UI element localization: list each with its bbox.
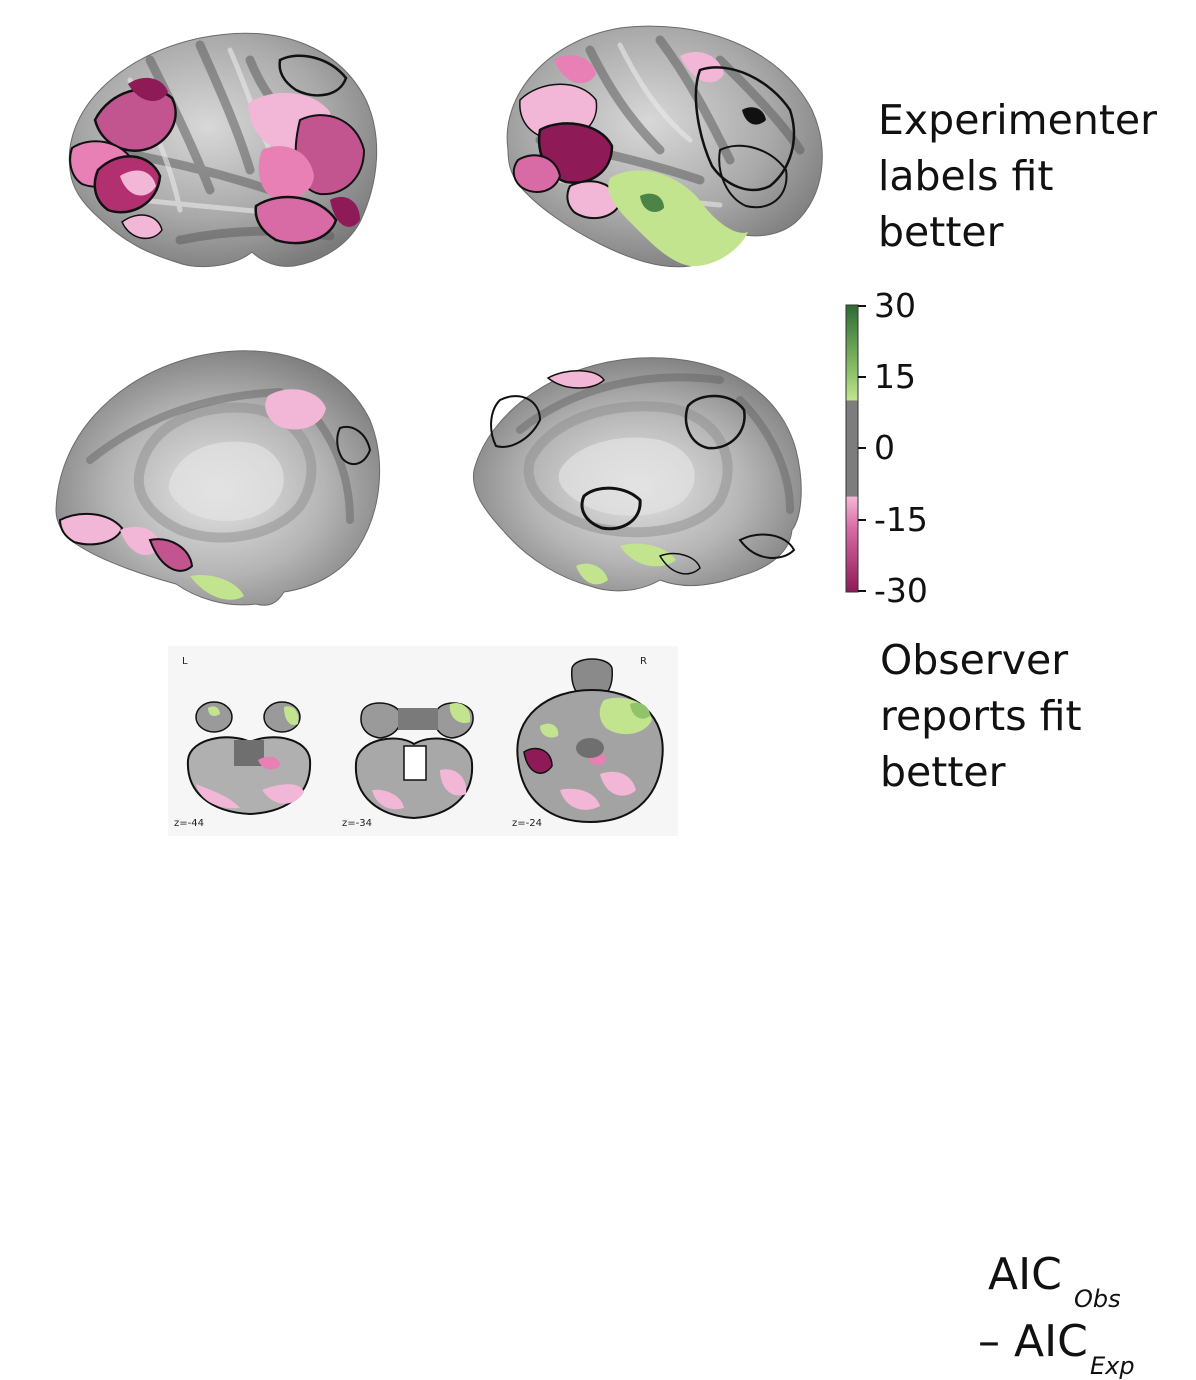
colorbar-tick-minus-15: -15: [874, 500, 928, 539]
figure: Experimenter labels fit better Observer …: [55, 25, 1157, 1380]
aic-exp-subscript: Exp: [1090, 1352, 1135, 1380]
brain-right-medial: [472, 357, 802, 592]
aic-exp-main: – AIC: [978, 1316, 1088, 1367]
colorbar-tick-0: 0: [874, 428, 895, 467]
experimenter-annotation-line-1: Experimenter: [878, 96, 1157, 144]
slice-label-z-24: z=-24: [512, 818, 542, 829]
aic-obs-subscript: Obs: [1074, 1285, 1121, 1313]
brain-left-lateral: [68, 32, 378, 268]
observer-annotation-line-2: reports fit: [880, 692, 1082, 740]
brain-right-lateral: [506, 25, 823, 268]
axial-slice-z-34: [354, 702, 474, 820]
axial-slice-z-24: [516, 658, 664, 824]
slice-right-marker: R: [640, 656, 647, 667]
brain-figure-graphics: [55, 25, 866, 836]
experimenter-annotation-line-2: labels fit: [878, 152, 1054, 200]
colorbar-tick-minus-30: -30: [874, 571, 928, 610]
axial-slice-z-44: [186, 701, 312, 816]
colorbar-tick-30: 30: [874, 286, 916, 325]
experimenter-annotation-line-3: better: [878, 208, 1004, 256]
slice-left-marker: L: [182, 656, 188, 667]
brain-left-medial: [55, 350, 381, 606]
observer-annotation-line-3: better: [880, 748, 1006, 796]
axial-slices-panel: [168, 646, 678, 836]
experimenter-annotation: Experimenter labels fit better: [878, 92, 1157, 260]
observer-annotation: Observer reports fit better: [880, 632, 1082, 800]
colorbar-tick-15: 15: [874, 357, 916, 396]
slice-label-z-34: z=-34: [342, 818, 372, 829]
colorbar: [845, 304, 866, 593]
aic-obs-main: AIC: [988, 1249, 1062, 1300]
slice-label-z-44: z=-44: [174, 818, 204, 829]
observer-annotation-line-1: Observer: [880, 636, 1069, 684]
